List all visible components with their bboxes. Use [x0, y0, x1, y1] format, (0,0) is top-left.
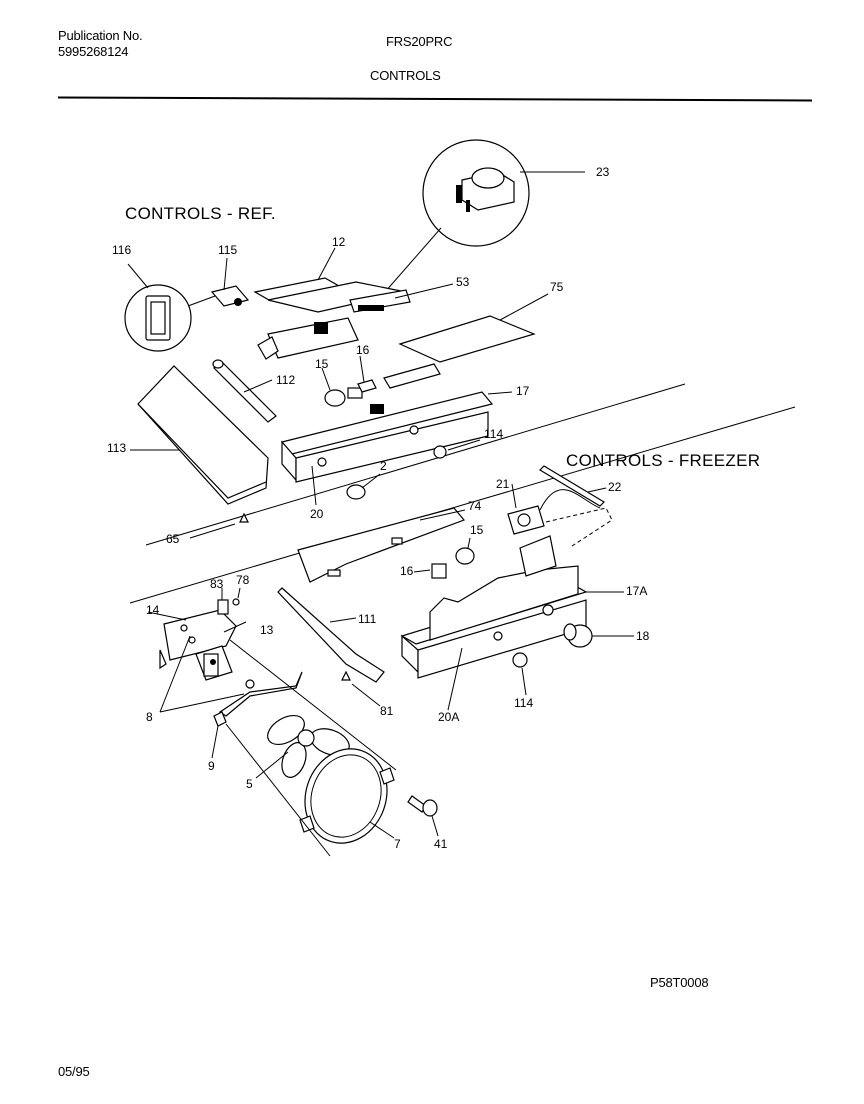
part-113-tray — [130, 365, 269, 505]
part-116-detail — [124, 263, 216, 352]
callout-53: 53 — [456, 275, 470, 289]
callout-15-freezer: 15 — [470, 523, 484, 537]
callout-20a: 20A — [438, 710, 459, 724]
part-65-clip — [189, 512, 249, 539]
callout-12: 12 — [332, 235, 346, 249]
part-83-clip — [217, 588, 229, 615]
callout-17a: 17A — [626, 584, 647, 598]
part-12-control-housing — [210, 247, 454, 360]
revision-date: 05/95 — [58, 1064, 90, 1079]
part-21-thermostat-freezer — [507, 483, 601, 535]
part-15-16-lamp-freezer — [413, 537, 475, 579]
part-15-16-lamp-ref — [321, 355, 377, 407]
part-78-screw — [232, 587, 241, 606]
callout-115: 115 — [218, 243, 237, 257]
callout-112: 112 — [276, 373, 295, 387]
callout-7: 7 — [394, 837, 401, 851]
callout-74: 74 — [468, 499, 482, 513]
part-9-motor-bracket — [211, 671, 303, 759]
part-114-thermostat-knob-freezer — [512, 652, 528, 696]
heading-controls-freezer: CONTROLS - FREEZER — [566, 451, 760, 470]
callout-20: 20 — [310, 507, 324, 521]
callout-22: 22 — [608, 480, 622, 494]
callout-111: 111 — [358, 612, 377, 626]
callout-9: 9 — [208, 759, 215, 773]
section-title: CONTROLS — [370, 68, 441, 83]
callout-75: 75 — [550, 280, 564, 294]
header-rule — [58, 96, 812, 102]
callout-41: 41 — [434, 837, 448, 851]
callout-113: 113 — [107, 441, 126, 455]
model-number: FRS20PRC — [386, 34, 453, 49]
part-23-thermostat-detail — [377, 139, 585, 301]
part-111-duct — [277, 587, 385, 707]
part-74-cover — [297, 507, 466, 583]
callout-8: 8 — [146, 710, 153, 724]
callout-114-ref: 114 — [484, 427, 503, 441]
callout-65: 65 — [166, 532, 180, 546]
callout-21: 21 — [496, 477, 510, 491]
callout-13: 13 — [260, 623, 274, 637]
part-114-thermostat-knob-ref — [433, 439, 481, 459]
callout-78: 78 — [236, 573, 250, 587]
publication-number: 5995268124 — [58, 44, 129, 59]
callout-114-freezer: 114 — [514, 696, 533, 710]
part-18-control-knob — [563, 623, 634, 648]
callout-18: 18 — [636, 629, 650, 643]
callout-81: 81 — [380, 704, 394, 718]
part-112-rod — [212, 359, 277, 423]
callout-23: 23 — [596, 165, 610, 179]
callout-116: 116 — [112, 243, 131, 257]
part-17-control-panel — [280, 391, 513, 506]
part-7-fan-shroud — [225, 639, 397, 857]
callout-83: 83 — [210, 577, 224, 591]
heading-controls-ref: CONTROLS - REF. — [125, 204, 276, 223]
callout-15-ref: 15 — [315, 357, 329, 371]
part-17a-freezer-control-panel — [400, 535, 624, 711]
callout-16-ref: 16 — [356, 343, 370, 357]
part-2-screw — [346, 473, 381, 500]
callout-5: 5 — [246, 777, 253, 791]
part-5-fan-blade — [255, 714, 350, 779]
section-divider-lines — [129, 383, 796, 604]
part-41-screw — [407, 795, 439, 837]
drawing-code: P58T0008 — [650, 975, 709, 990]
part-8-screws — [159, 635, 255, 713]
part-22-sensor-tube — [539, 465, 613, 547]
callout-17: 17 — [516, 384, 530, 398]
publication-label: Publication No. — [58, 28, 143, 43]
callout-labels: 23 116 115 12 53 75 16 15 112 17 113 114… — [107, 165, 650, 851]
part-75-bracket — [383, 293, 549, 389]
callout-14: 14 — [146, 603, 160, 617]
part-13-fan-motor — [195, 621, 247, 681]
callout-16-freezer: 16 — [400, 564, 414, 578]
callout-2: 2 — [380, 459, 387, 473]
